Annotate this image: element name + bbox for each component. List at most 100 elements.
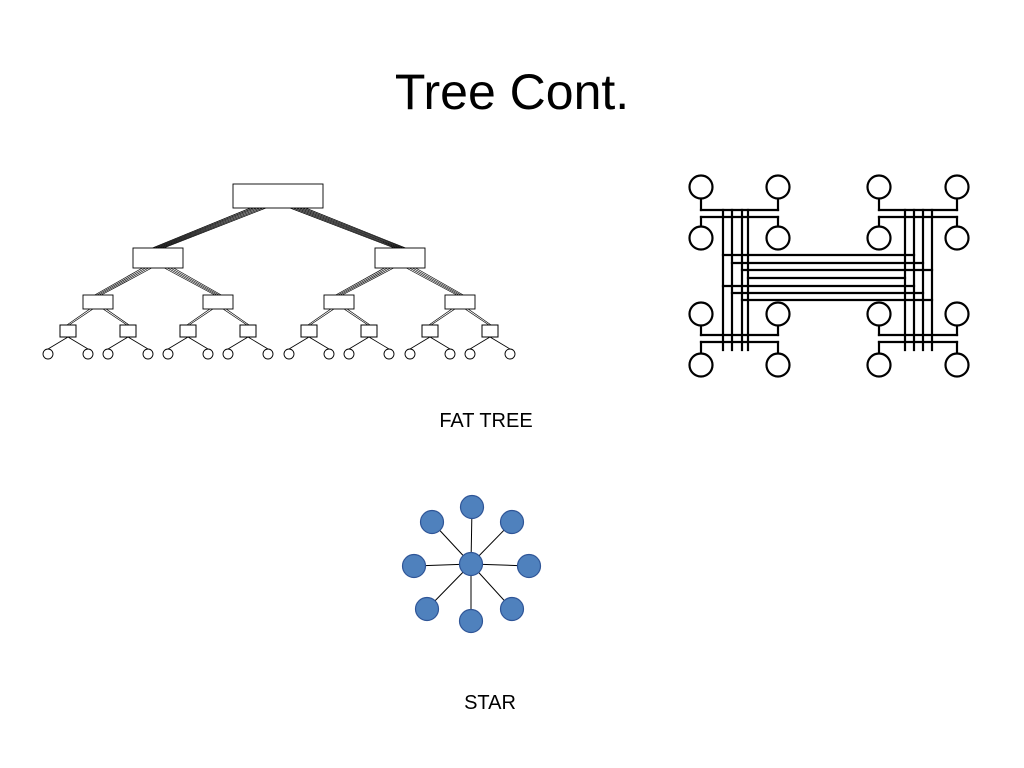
fat-tree-switch (179, 324, 197, 338)
fat-tree-link (415, 267, 464, 296)
fat-tree-link (154, 207, 254, 249)
fat-tree-link (339, 267, 391, 296)
fat-tree-link (307, 308, 332, 326)
fat-tree-link (187, 336, 209, 350)
fat-tree-link (289, 207, 395, 249)
fat-tree-leaf-node (343, 348, 355, 360)
h-tree-node (944, 352, 970, 378)
fat-tree-switch (59, 324, 77, 338)
star-hub-node (458, 551, 484, 577)
fat-tree-leaf-node (102, 348, 114, 360)
h-tree-node (688, 174, 714, 200)
fat-tree-leaf-node (383, 348, 395, 360)
h-tree-node (765, 174, 791, 200)
h-tree-node (944, 301, 970, 327)
star-outer-node (458, 608, 484, 634)
fat-tree-link (409, 336, 431, 350)
fat-tree-link (66, 308, 91, 326)
fat-tree-link (170, 267, 220, 296)
star-outer-node (459, 494, 485, 520)
star-outer-node (419, 509, 445, 535)
fat-tree-link (346, 308, 371, 326)
star-outer-node (516, 553, 542, 579)
star-outer-node (499, 596, 525, 622)
fat-tree-switch (374, 247, 426, 269)
h-tree-node (688, 352, 714, 378)
h-tree-node (688, 301, 714, 327)
fat-tree-link (309, 308, 335, 326)
fat-tree-link (406, 267, 457, 296)
fat-tree-leaf-node (444, 348, 456, 360)
fat-tree-link (469, 336, 491, 350)
fat-tree-link (107, 336, 129, 350)
fat-tree-leaf-node (262, 348, 274, 360)
fat-tree-link (186, 308, 211, 326)
fat-tree-link (158, 207, 260, 249)
fat-tree-link (47, 336, 69, 350)
fat-tree-link (163, 207, 267, 249)
star-topology-diagram (401, 494, 542, 634)
fat-tree-link (428, 308, 453, 326)
fat-tree-switch (132, 247, 184, 269)
fat-tree-leaf-node (404, 348, 416, 360)
fat-tree-switch (444, 294, 476, 310)
fat-tree-link (247, 336, 269, 350)
fat-tree-caption: FAT TREE (439, 410, 533, 432)
fat-tree-link (167, 267, 218, 296)
fat-tree-link (430, 308, 456, 326)
fat-tree-switch (360, 324, 378, 338)
fat-tree-leaf-node (283, 348, 295, 360)
fat-tree-link (429, 336, 451, 350)
fat-tree-link (348, 336, 370, 350)
fat-tree-switch (232, 183, 324, 209)
fat-tree-leaf-node (42, 348, 54, 360)
fat-tree-link (305, 207, 406, 249)
fat-tree-link (222, 308, 248, 326)
h-tree-node (765, 301, 791, 327)
fat-tree-leaf-node (142, 348, 154, 360)
fat-tree-leaf-node (202, 348, 214, 360)
h-tree-node (765, 352, 791, 378)
fat-tree-link (308, 336, 330, 350)
fat-tree-link (302, 207, 404, 249)
h-tree-node (866, 352, 892, 378)
fat-tree-link (467, 308, 492, 326)
fat-tree-link (188, 308, 214, 326)
fat-tree-link (489, 336, 511, 350)
fat-tree-link (335, 267, 385, 296)
fat-tree-leaf-node (504, 348, 516, 360)
fat-tree-switch (323, 294, 355, 310)
fat-tree-link (101, 267, 152, 296)
fat-tree-link (342, 267, 394, 296)
h-tree-network-diagram (688, 174, 970, 378)
fat-tree-link (105, 308, 130, 326)
fat-tree-diagram (42, 183, 516, 360)
fat-tree-leaf-node (82, 348, 94, 360)
fat-tree-link (412, 267, 462, 296)
fat-tree-link (94, 267, 143, 296)
fat-tree-link (161, 207, 263, 249)
fat-tree-link (96, 267, 146, 296)
fat-tree-link (152, 207, 251, 249)
fat-tree-leaf-node (323, 348, 335, 360)
fat-tree-link (343, 308, 369, 326)
h-tree-node (765, 225, 791, 251)
fat-tree-switch (300, 324, 318, 338)
h-tree-node (944, 174, 970, 200)
star-outer-node (414, 596, 440, 622)
fat-tree-link (299, 207, 402, 249)
fat-tree-link (227, 336, 249, 350)
fat-tree-link (368, 336, 390, 350)
fat-tree-link (127, 336, 149, 350)
h-tree-node (866, 225, 892, 251)
fat-tree-link (296, 207, 400, 249)
fat-tree-switch (421, 324, 439, 338)
h-tree-node (688, 225, 714, 251)
star-caption: STAR (464, 692, 516, 714)
fat-tree-switch (239, 324, 257, 338)
fat-tree-link (288, 336, 310, 350)
fat-tree-link (156, 207, 257, 249)
fat-tree-link (164, 267, 215, 296)
h-tree-node (866, 301, 892, 327)
fat-tree-switch (82, 294, 114, 310)
